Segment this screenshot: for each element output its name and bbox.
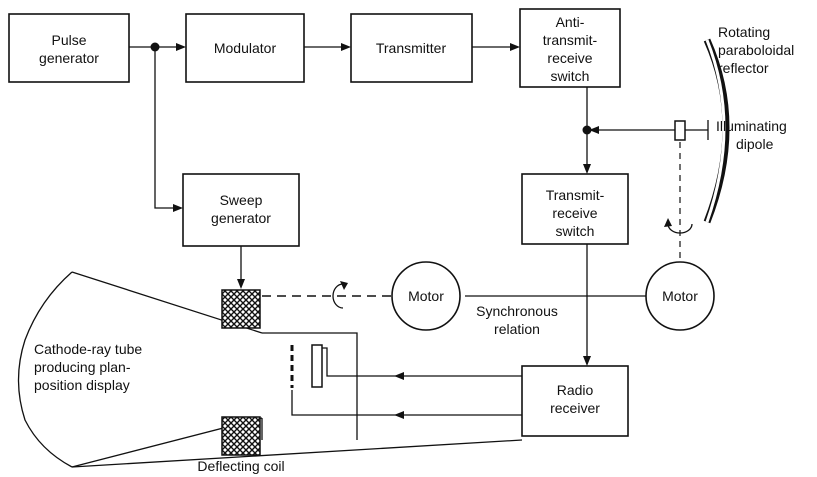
atr-switch-label-4: switch — [551, 68, 590, 84]
paraboloidal-reflector — [703, 38, 730, 224]
atr-switch-label-2: transmit- — [543, 32, 598, 48]
dipole-icon — [674, 120, 709, 141]
radio-receiver-label-1: Radio — [557, 382, 594, 398]
crt-label-1: Cathode-ray tube — [34, 341, 142, 357]
atr-switch-label-3: receive — [547, 50, 592, 66]
synchronous-label-2: relation — [494, 321, 540, 337]
pulse-generator-label-2: generator — [39, 50, 99, 66]
deflecting-coil-label: Deflecting coil — [197, 458, 284, 474]
modulator-label: Modulator — [214, 40, 277, 56]
motor-right: Motor — [645, 261, 715, 331]
reflector-label-1: Rotating — [718, 24, 770, 40]
deflecting-plate-right — [311, 344, 323, 388]
rotation-arrow-icon — [332, 281, 348, 309]
tr-switch-block: Transmit- receive switch — [521, 173, 629, 245]
sweep-generator-label-2: generator — [211, 210, 271, 226]
reflector-label-2: paraboloidal — [718, 42, 794, 58]
deflecting-coil-lower — [221, 416, 261, 456]
deflecting-coil-upper — [221, 289, 261, 329]
crt-label-2: producing plan- — [34, 359, 131, 375]
crt-label-3: position display — [34, 377, 130, 393]
atr-switch-block: Anti- transmit- receive switch — [519, 8, 621, 88]
transmitter-block: Transmitter — [350, 13, 473, 83]
transmitter-label: Transmitter — [376, 40, 447, 56]
motor-right-label: Motor — [662, 288, 698, 304]
reflector-label-3: reflector — [718, 60, 769, 76]
pulse-generator-label-1: Pulse — [51, 32, 86, 48]
dipole-label-1: Illuminating — [716, 118, 787, 134]
tr-switch-label-1: Transmit- — [546, 187, 605, 203]
motor-left: Motor — [391, 261, 461, 331]
connection-lines — [129, 43, 675, 419]
motor-left-label: Motor — [408, 288, 444, 304]
pulse-generator-block: Pulse generator — [8, 13, 130, 83]
junction-dot-pulse — [150, 42, 160, 52]
synchronous-label-1: Synchronous — [476, 303, 558, 319]
sweep-generator-label-1: Sweep — [220, 192, 263, 208]
atr-switch-label-1: Anti- — [556, 14, 585, 30]
sweep-generator-block: Sweep generator — [182, 173, 300, 247]
junction-dot-antenna — [582, 125, 592, 135]
dipole-label-2: dipole — [736, 136, 774, 152]
tr-switch-label-3: switch — [556, 223, 595, 239]
tr-switch-label-2: receive — [552, 205, 597, 221]
rotation-arrow-icon — [664, 218, 693, 234]
radio-receiver-block: Radio receiver — [521, 365, 629, 437]
radio-receiver-label-2: receiver — [550, 400, 600, 416]
modulator-block: Modulator — [185, 13, 305, 83]
